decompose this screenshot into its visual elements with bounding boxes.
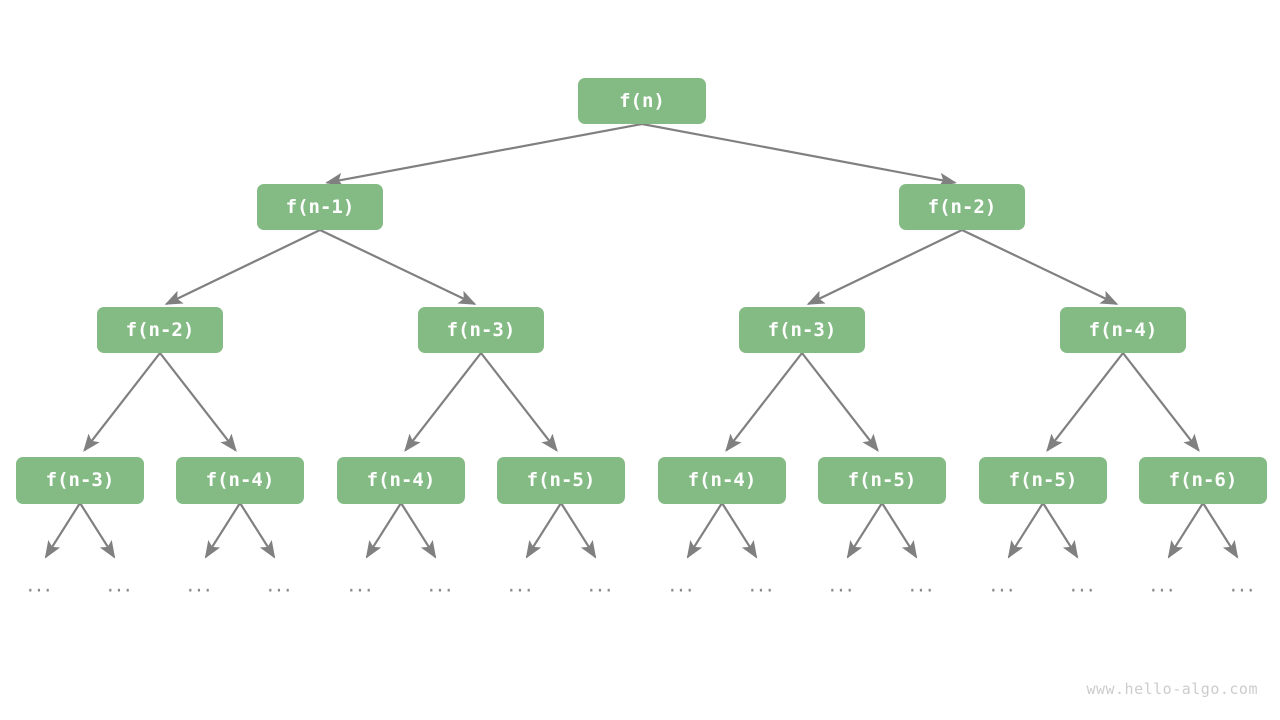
tree-edge — [806, 229, 963, 305]
tree-edge — [44, 502, 81, 559]
tree-node-level4-5[interactable]: f(n-5) — [818, 456, 946, 504]
tree-edge — [881, 502, 918, 559]
tree-ellipsis-13: ... — [1069, 572, 1097, 597]
tree-ellipsis-7: ... — [587, 572, 615, 597]
tree-ellipsis-2: ... — [186, 572, 214, 597]
tree-ellipsis-3: ... — [266, 572, 294, 597]
tree-node-label: f(n-2) — [125, 319, 195, 341]
tree-edge — [525, 502, 562, 559]
tree-node-level3-2[interactable]: f(n-3) — [739, 307, 865, 353]
tree-node-level4-6[interactable]: f(n-5) — [979, 456, 1107, 504]
tree-edge — [79, 502, 116, 559]
tree-node-level1-0[interactable]: f(n) — [578, 78, 706, 124]
tree-ellipsis-12: ... — [989, 572, 1017, 597]
tree-node-label: f(n-5) — [526, 469, 596, 491]
tree-edge — [400, 502, 437, 559]
tree-node-label: f(n-3) — [446, 319, 516, 341]
tree-node-level3-0[interactable]: f(n-2) — [97, 307, 223, 353]
tree-edge — [1042, 502, 1079, 559]
tree-node-label: f(n-4) — [205, 469, 275, 491]
tree-edge — [641, 122, 957, 187]
tree-node-level4-7[interactable]: f(n-6) — [1139, 456, 1267, 504]
tree-ellipsis-14: ... — [1149, 572, 1177, 597]
tree-node-level2-0[interactable]: f(n-1) — [257, 184, 383, 230]
watermark: www.hello-algo.com — [1086, 680, 1258, 698]
tree-ellipsis-0: ... — [26, 572, 54, 597]
tree-edge — [721, 502, 758, 559]
tree-edge — [480, 352, 558, 452]
tree-edge — [404, 352, 482, 452]
tree-edge — [560, 502, 597, 559]
tree-ellipsis-6: ... — [507, 572, 535, 597]
tree-node-label: f(n-2) — [927, 196, 997, 218]
tree-edge — [164, 229, 321, 305]
tree-edge — [159, 352, 237, 452]
tree-node-label: f(n-4) — [1088, 319, 1158, 341]
tree-ellipsis-15: ... — [1229, 572, 1257, 597]
tree-edge — [1167, 502, 1204, 559]
tree-edge — [846, 502, 883, 559]
tree-node-level3-3[interactable]: f(n-4) — [1060, 307, 1186, 353]
tree-edge — [725, 352, 803, 452]
tree-node-level2-1[interactable]: f(n-2) — [899, 184, 1025, 230]
tree-ellipsis-10: ... — [828, 572, 856, 597]
tree-node-level4-1[interactable]: f(n-4) — [176, 456, 304, 504]
tree-ellipsis-4: ... — [347, 572, 375, 597]
tree-edge — [319, 229, 477, 305]
tree-node-level4-0[interactable]: f(n-3) — [16, 456, 144, 504]
tree-edge — [801, 352, 879, 452]
tree-edge — [1122, 352, 1200, 452]
tree-ellipsis-1: ... — [106, 572, 134, 597]
tree-edge — [1202, 502, 1239, 559]
tree-node-label: f(n-3) — [45, 469, 115, 491]
tree-edge — [239, 502, 276, 559]
tree-node-label: f(n-5) — [847, 469, 917, 491]
tree-edge — [1007, 502, 1044, 559]
tree-ellipsis-5: ... — [427, 572, 455, 597]
tree-node-label: f(n-5) — [1008, 469, 1078, 491]
tree-ellipsis-11: ... — [908, 572, 936, 597]
tree-node-level4-3[interactable]: f(n-5) — [497, 456, 625, 504]
tree-ellipsis-9: ... — [748, 572, 776, 597]
tree-node-level3-1[interactable]: f(n-3) — [418, 307, 544, 353]
tree-node-label: f(n-4) — [687, 469, 757, 491]
tree-edge — [1046, 352, 1124, 452]
tree-node-label: f(n-3) — [767, 319, 837, 341]
tree-edge — [325, 122, 643, 187]
tree-node-label: f(n-4) — [366, 469, 436, 491]
tree-edge — [365, 502, 402, 559]
tree-edge — [686, 502, 723, 559]
tree-node-label: f(n-1) — [285, 196, 355, 218]
tree-node-level4-2[interactable]: f(n-4) — [337, 456, 465, 504]
tree-ellipsis-8: ... — [668, 572, 696, 597]
tree-node-label: f(n) — [619, 90, 665, 112]
tree-node-level4-4[interactable]: f(n-4) — [658, 456, 786, 504]
tree-node-label: f(n-6) — [1168, 469, 1238, 491]
tree-edge — [83, 352, 161, 452]
tree-edge — [204, 502, 241, 559]
tree-edge — [961, 229, 1119, 305]
